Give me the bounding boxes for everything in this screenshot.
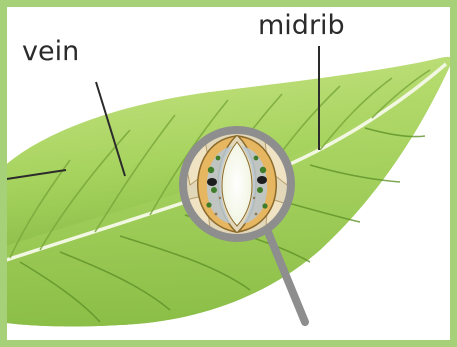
midrib-label: midrib (258, 12, 345, 39)
vein-label: vein (22, 38, 79, 65)
